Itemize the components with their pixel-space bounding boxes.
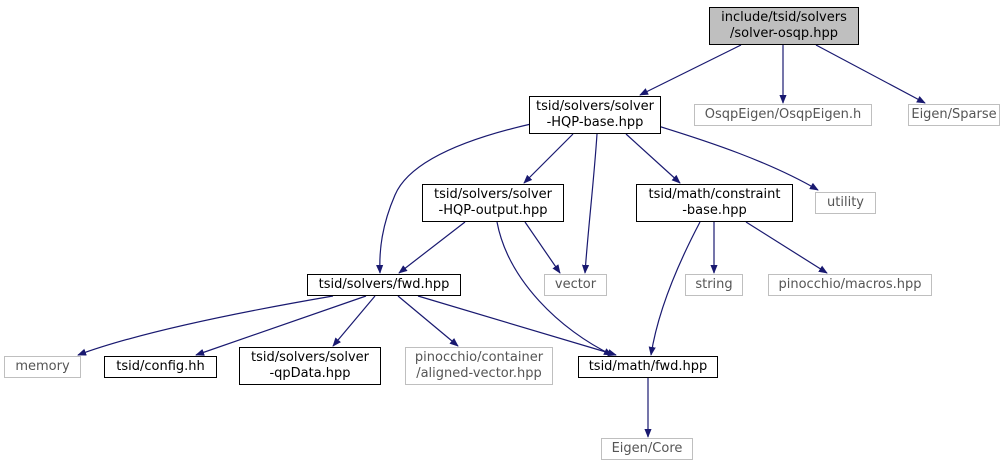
- edge-root-to-hqp-base: [639, 44, 742, 96]
- edge-hqp-base-to-vector: [581, 133, 598, 274]
- edge-solvers-fwd-to-aligned-vector: [397, 295, 459, 347]
- node-memory[interactable]: memory: [4, 356, 81, 378]
- edge-solvers-fwd-to-math-fwd: [417, 295, 617, 357]
- node-root-line-2: /solver-osqp.hpp: [730, 26, 838, 41]
- node-string-label: string: [695, 277, 733, 292]
- edge-root-to-eigen-sparse: [815, 44, 926, 104]
- edge-hqp-base-to-utility: [657, 125, 819, 191]
- node-aligned-vector[interactable]: pinocchio/container /aligned-vector.hpp: [405, 347, 553, 385]
- edge-solvers-fwd-to-qpdata: [332, 295, 376, 347]
- node-memory-label: memory: [15, 359, 70, 374]
- node-hqp-output-line-2: -HQP-output.hpp: [438, 203, 548, 218]
- node-qpdata-line-2: -qpData.hpp: [269, 366, 351, 381]
- node-eigen-sparse-label: Eigen/Sparse: [911, 107, 997, 122]
- node-utility[interactable]: utility: [815, 192, 876, 214]
- node-solver-hqp-base[interactable]: tsid/solvers/solver -HQP-base.hpp: [529, 96, 661, 134]
- node-math-fwd[interactable]: tsid/math/fwd.hpp: [578, 356, 718, 378]
- node-eigen-core-label: Eigen/Core: [611, 441, 683, 456]
- node-osqp-eigen[interactable]: OsqpEigen/OsqpEigen.h: [694, 104, 872, 126]
- node-config[interactable]: tsid/config.hh: [104, 356, 217, 378]
- node-qpdata-line-1: tsid/solvers/solver: [250, 350, 369, 365]
- node-vector[interactable]: vector: [544, 274, 607, 296]
- node-root-line-1: include/tsid/solvers: [721, 10, 847, 25]
- node-osqp-eigen-label: OsqpEigen/OsqpEigen.h: [704, 107, 862, 122]
- node-utility-label: utility: [827, 195, 864, 210]
- node-hqp-base-line-1: tsid/solvers/solver: [535, 99, 654, 114]
- edge-hqp-base-to-solvers-fwd: [376, 123, 532, 274]
- node-solvers-fwd-label: tsid/solvers/fwd.hpp: [318, 277, 450, 292]
- node-config-label: tsid/config.hh: [116, 359, 205, 374]
- node-solvers-fwd[interactable]: tsid/solvers/fwd.hpp: [307, 274, 461, 296]
- node-aligned-vector-line-1: pinocchio/container: [414, 350, 544, 365]
- node-math-fwd-label: tsid/math/fwd.hpp: [588, 359, 708, 374]
- node-constraint-base[interactable]: tsid/math/constraint -base.hpp: [636, 184, 793, 222]
- node-pinocchio-macros-label: pinocchio/macros.hpp: [778, 277, 922, 292]
- node-eigen-sparse[interactable]: Eigen/Sparse: [908, 104, 1000, 126]
- node-aligned-vector-line-2: /aligned-vector.hpp: [416, 366, 542, 381]
- node-solver-qpdata[interactable]: tsid/solvers/solver -qpData.hpp: [239, 347, 381, 385]
- edge-hqp-output-to-math-fwd: [496, 221, 613, 356]
- node-hqp-output-line-1: tsid/solvers/solver: [433, 187, 552, 202]
- edge-hqp-output-to-vector: [524, 221, 561, 274]
- node-pinocchio-macros[interactable]: pinocchio/macros.hpp: [768, 274, 932, 296]
- node-hqp-base-line-2: -HQP-base.hpp: [546, 115, 644, 130]
- node-vector-label: vector: [554, 277, 597, 292]
- edge-solvers-fwd-to-config: [195, 295, 367, 356]
- edge-solvers-fwd-to-memory: [77, 295, 334, 356]
- node-solver-hqp-output[interactable]: tsid/solvers/solver -HQP-output.hpp: [422, 184, 564, 222]
- node-eigen-core[interactable]: Eigen/Core: [601, 438, 693, 460]
- node-constraint-base-line-2: -base.hpp: [682, 203, 747, 218]
- node-string[interactable]: string: [685, 274, 743, 296]
- edge-hqp-base-to-constraint-base: [625, 133, 681, 184]
- edge-constraint-base-to-math-fwd: [648, 221, 701, 356]
- edge-constraint-base-to-pin-macros: [745, 221, 828, 274]
- node-root-solver-osqp[interactable]: include/tsid/solvers /solver-osqp.hpp: [709, 7, 859, 45]
- edge-hqp-base-to-hqp-output: [523, 133, 574, 184]
- edge-hqp-output-to-solvers-fwd: [398, 221, 466, 274]
- node-constraint-base-line-1: tsid/math/constraint: [648, 187, 781, 202]
